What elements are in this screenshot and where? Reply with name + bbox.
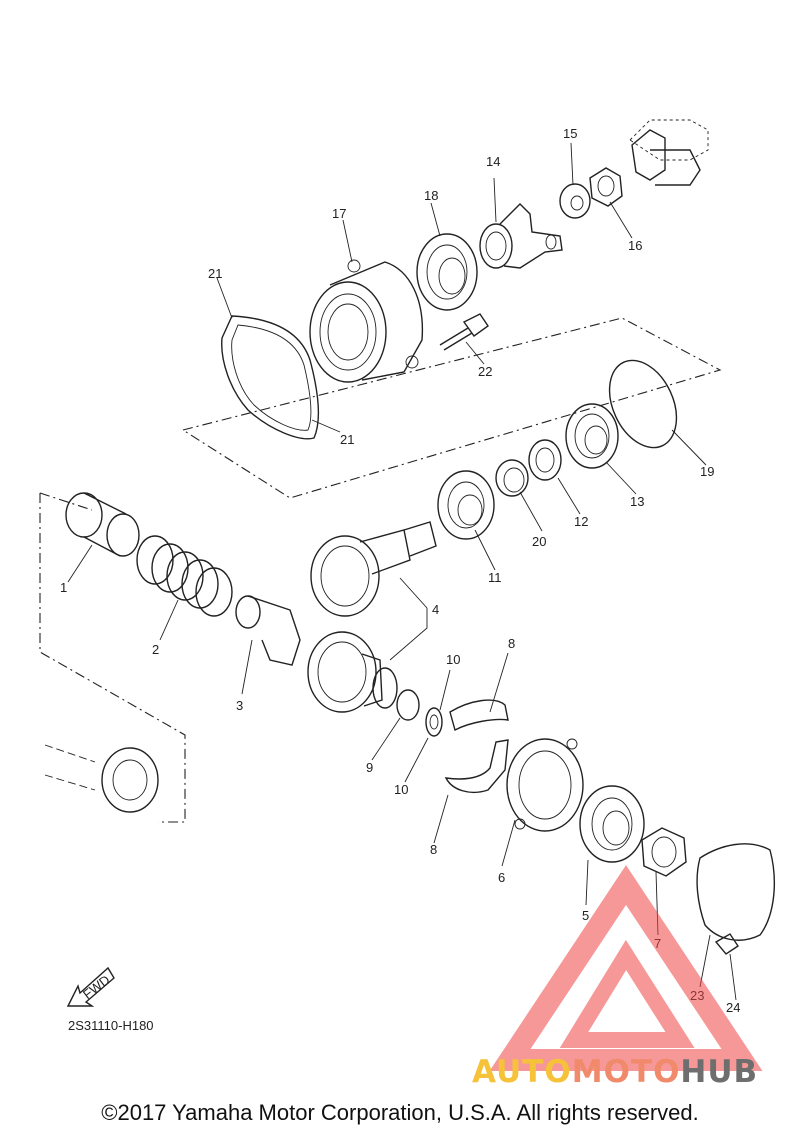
watermark-logo-icon [489,865,763,1071]
callout-14: 14 [486,154,500,169]
callout-22: 22 [478,364,492,379]
gasket-23 [696,843,775,941]
nut-7 [641,827,687,877]
copyright-notice: ©2017 Yamaha Motor Corporation, U.S.A. A… [101,1100,699,1125]
callout-17: 17 [332,206,346,221]
shim-20 [495,459,529,497]
reference-shaft [44,744,159,813]
callout-21-top: 21 [208,266,222,281]
callout-18: 18 [424,188,438,203]
collar-1 [65,492,140,557]
callout-3: 3 [236,698,243,713]
bearing-13 [565,403,619,469]
brand-part-auto: AUTO [472,1054,572,1090]
cover-6 [506,738,584,832]
callout-20: 20 [532,534,546,549]
callout-5: 5 [582,908,589,923]
callout-4: 4 [432,602,439,617]
bearing-11 [437,470,495,540]
callout-10-top: 10 [446,652,460,667]
circlip-9 [396,689,420,721]
callout-2: 2 [152,642,159,657]
coupling-3 [235,595,301,666]
o-ring-19 [608,359,678,449]
callout-21-bottom: 21 [340,432,354,447]
washer-10 [425,707,443,737]
bolt-22 [439,313,489,351]
left-group-outline [39,492,186,823]
callout-12: 12 [574,514,588,529]
housing-17 [309,259,424,383]
callout-1: 1 [60,580,67,595]
figure-code: 2S31110-H180 [68,1018,154,1033]
washer-15 [559,183,591,219]
gasket-8 [444,699,509,794]
fwd-arrow-icon: FWD [66,966,115,1007]
callout-8-bottom: 8 [430,842,437,857]
upper-group-outline [181,317,722,499]
callout-9: 9 [366,760,373,775]
callout-8-top: 8 [508,636,515,651]
bearing-5 [579,785,645,863]
callout-19: 19 [700,464,714,479]
universal-joint-reference [629,119,709,186]
brand-part-hub: HUB [680,1054,759,1090]
callout-15: 15 [563,126,577,141]
fwd-label: FWD [80,972,113,1002]
collar-12 [528,439,562,481]
callouts: 1 2 3 4 5 6 7 8 8 9 10 10 11 12 13 14 15… [60,126,740,1015]
spring-2 [136,535,233,617]
brand-part-moto: MOTO [571,1054,681,1090]
yoke-14 [479,203,563,269]
gasket-21 [221,315,320,440]
gear-set-4 [307,521,437,713]
bearing-18 [416,233,478,311]
callout-24: 24 [726,1000,740,1015]
bolt-24 [714,933,739,955]
callout-11: 11 [488,570,502,585]
brand-watermark: AUTOMOTOHUB [472,1054,758,1090]
callout-13: 13 [630,494,644,509]
callout-6: 6 [498,870,505,885]
callout-16: 16 [628,238,642,253]
callout-10-bottom: 10 [394,782,408,797]
nut-16 [589,167,623,207]
